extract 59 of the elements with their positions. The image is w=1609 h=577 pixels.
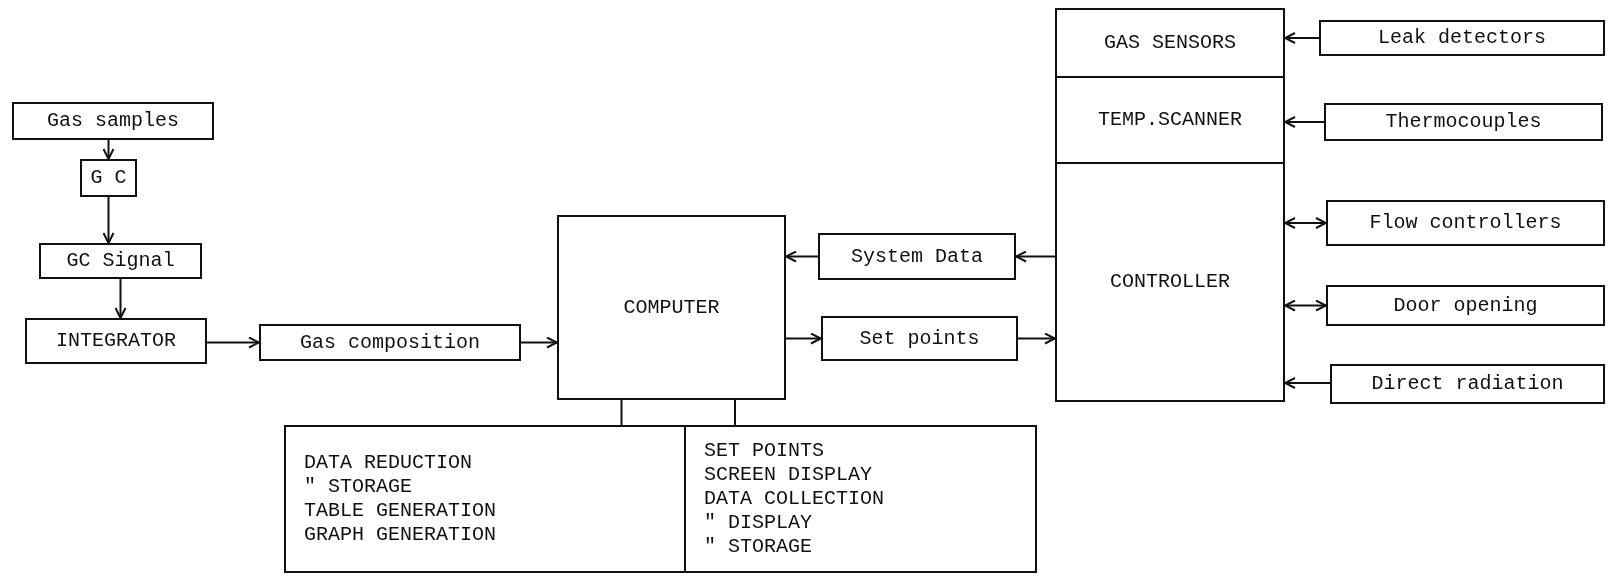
box-label: " STORAGE bbox=[704, 535, 813, 559]
arrow bbox=[114, 278, 127, 319]
box-label: SET POINTS bbox=[704, 439, 825, 463]
arrow bbox=[102, 196, 115, 244]
arrow bbox=[1015, 250, 1056, 263]
box-label: Thermocouples bbox=[1385, 111, 1542, 133]
box-label: DATA COLLECTION bbox=[704, 487, 885, 511]
process-box bbox=[25, 318, 207, 364]
box-label: INTEGRATOR bbox=[56, 330, 176, 352]
process-box bbox=[39, 243, 202, 279]
box-label: Gas composition bbox=[300, 331, 480, 354]
box-label: Door opening bbox=[1393, 294, 1538, 317]
arrow bbox=[1284, 377, 1331, 389]
box-label: TABLE GENERATION bbox=[304, 499, 497, 523]
box-label: Gas samples bbox=[47, 110, 179, 132]
box-label: Leak detectors bbox=[1378, 27, 1546, 49]
arrow bbox=[1284, 116, 1325, 128]
process-box bbox=[80, 159, 137, 197]
process-box bbox=[557, 215, 786, 400]
process-box bbox=[1324, 103, 1603, 141]
box-label: " DISPLAY bbox=[704, 511, 813, 535]
process-box bbox=[1326, 200, 1605, 246]
box-label: TEMP.SCANNER bbox=[1098, 109, 1242, 131]
box-label: SCREEN DISPLAY bbox=[704, 463, 873, 487]
process-box bbox=[1330, 364, 1605, 404]
box-label: GRAPH GENERATION bbox=[304, 523, 497, 547]
function-list-box bbox=[284, 425, 686, 573]
arrow bbox=[520, 336, 558, 349]
box-label: Set points bbox=[859, 327, 980, 350]
arrow bbox=[102, 139, 115, 160]
box-label: GAS SENSORS bbox=[1104, 32, 1236, 54]
process-box bbox=[1326, 285, 1605, 326]
process-box bbox=[1319, 20, 1605, 56]
process-box bbox=[259, 324, 521, 361]
box-label: DATA REDUCTION bbox=[304, 451, 473, 475]
arrow bbox=[1017, 332, 1056, 345]
box-label: " STORAGE bbox=[304, 475, 413, 499]
process-box bbox=[821, 316, 1018, 361]
box-label: System Data bbox=[851, 245, 983, 268]
box-label: G C bbox=[90, 167, 127, 189]
arrow bbox=[785, 250, 819, 263]
arrow bbox=[785, 332, 822, 345]
arrow bbox=[1284, 299, 1327, 312]
box-label: Flow controllers bbox=[1369, 212, 1562, 234]
process-box bbox=[12, 102, 214, 140]
arrow bbox=[206, 336, 260, 349]
function-list-box bbox=[684, 425, 1037, 573]
box-label: COMPUTER bbox=[623, 296, 720, 319]
arrow bbox=[1284, 217, 1327, 229]
leader-line bbox=[620, 399, 623, 426]
leader-line bbox=[734, 399, 736, 426]
box-label: CONTROLLER bbox=[1110, 271, 1230, 293]
box-label: GC Signal bbox=[66, 250, 175, 272]
arrow bbox=[1284, 32, 1320, 44]
process-box bbox=[1055, 76, 1285, 164]
process-box bbox=[818, 233, 1016, 280]
process-box bbox=[1055, 162, 1285, 402]
box-label: Direct radiation bbox=[1371, 373, 1564, 395]
process-box bbox=[1055, 8, 1285, 78]
